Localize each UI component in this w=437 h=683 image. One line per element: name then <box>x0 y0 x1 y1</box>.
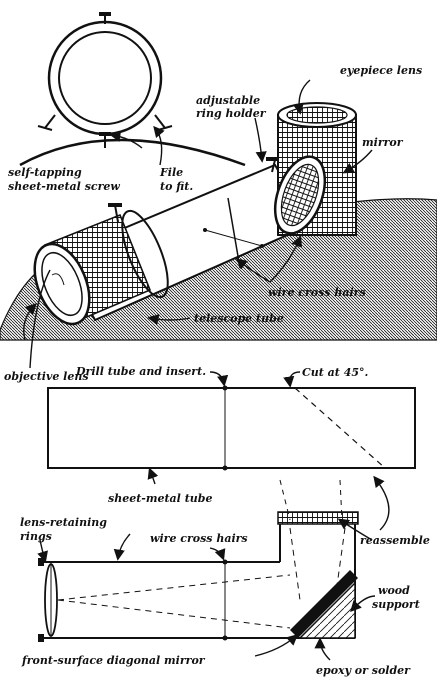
label-support: support <box>372 598 420 611</box>
tube-cut-diagram <box>47 385 416 471</box>
label-lens-retaining: lens-retaining <box>20 516 107 529</box>
label-wood: wood <box>378 584 410 597</box>
eyepiece-assembly <box>266 102 357 236</box>
leader-lines <box>23 79 390 661</box>
ring-holder-detail <box>19 12 246 167</box>
label-self-tapping: self-tapping <box>8 166 82 179</box>
label-objective-lens: objective lens <box>4 370 89 383</box>
label-reassemble: reassemble <box>360 534 430 547</box>
label-telescope-tube: telescope tube <box>194 312 284 325</box>
label-drill-tube: Drill tube and insert. <box>75 365 206 378</box>
label-adjustable: adjustable <box>196 94 260 107</box>
label-file: File <box>159 166 183 179</box>
label-cut-at-45: Cut at 45°. <box>302 366 369 379</box>
label-mirror: mirror <box>362 136 404 149</box>
labels: eyepiece lens adjustable ring holder mir… <box>4 64 430 677</box>
label-wire-cross-hairs-bottom: wire cross hairs <box>150 532 248 545</box>
label-rings: rings <box>20 530 52 543</box>
label-ring-holder: ring holder <box>196 107 267 120</box>
label-front-surface-diagonal-mirror: front-surface diagonal mirror <box>21 654 206 667</box>
label-sheet-metal-screw: sheet-metal screw <box>8 180 120 193</box>
label-eyepiece-lens: eyepiece lens <box>340 64 422 77</box>
label-epoxy-or-solder: epoxy or solder <box>316 664 411 677</box>
label-sheet-metal-tube: sheet-metal tube <box>108 492 212 505</box>
label-wire-cross-hairs-top: wire cross hairs <box>268 286 366 299</box>
label-to-fit: to fit. <box>160 180 193 193</box>
